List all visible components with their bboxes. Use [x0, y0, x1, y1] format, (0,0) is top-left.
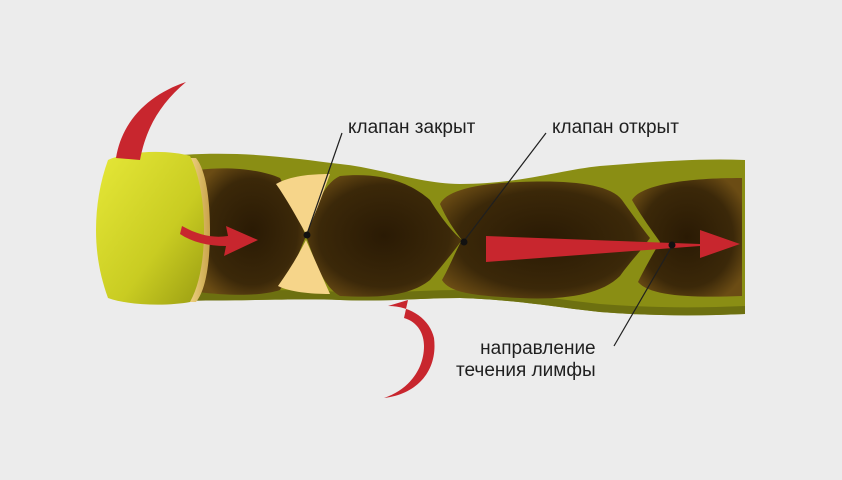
lumen-segment-2	[306, 175, 462, 297]
closed-valve-top-leaflet	[276, 174, 330, 234]
closed-valve-leader	[306, 132, 343, 235]
valve-flow-arrow	[180, 226, 258, 256]
lumen-segment-1	[198, 168, 306, 295]
outflow-arrow	[384, 300, 435, 398]
closed-valve-dot	[303, 231, 311, 239]
open-valve-leader	[463, 132, 547, 242]
flow-direction-dot	[668, 241, 676, 249]
open-valve-dot	[460, 238, 468, 246]
vessel-cut-end	[96, 151, 204, 305]
flow-direction-label-line1: направление	[480, 338, 596, 359]
lymph-flow-arrow	[486, 230, 740, 262]
valve-open-label: клапан открыт	[552, 117, 679, 138]
inflow-arrow	[116, 82, 186, 160]
flow-direction-label: направление течения лимфы	[456, 338, 596, 382]
flow-direction-leader	[613, 245, 673, 347]
closed-valve-bottom-leaflet	[278, 240, 330, 294]
flow-direction-label-line2: течения лимфы	[456, 360, 596, 381]
valve-closed-label: клапан закрыт	[348, 117, 476, 138]
vessel-wall-shade	[150, 290, 745, 316]
